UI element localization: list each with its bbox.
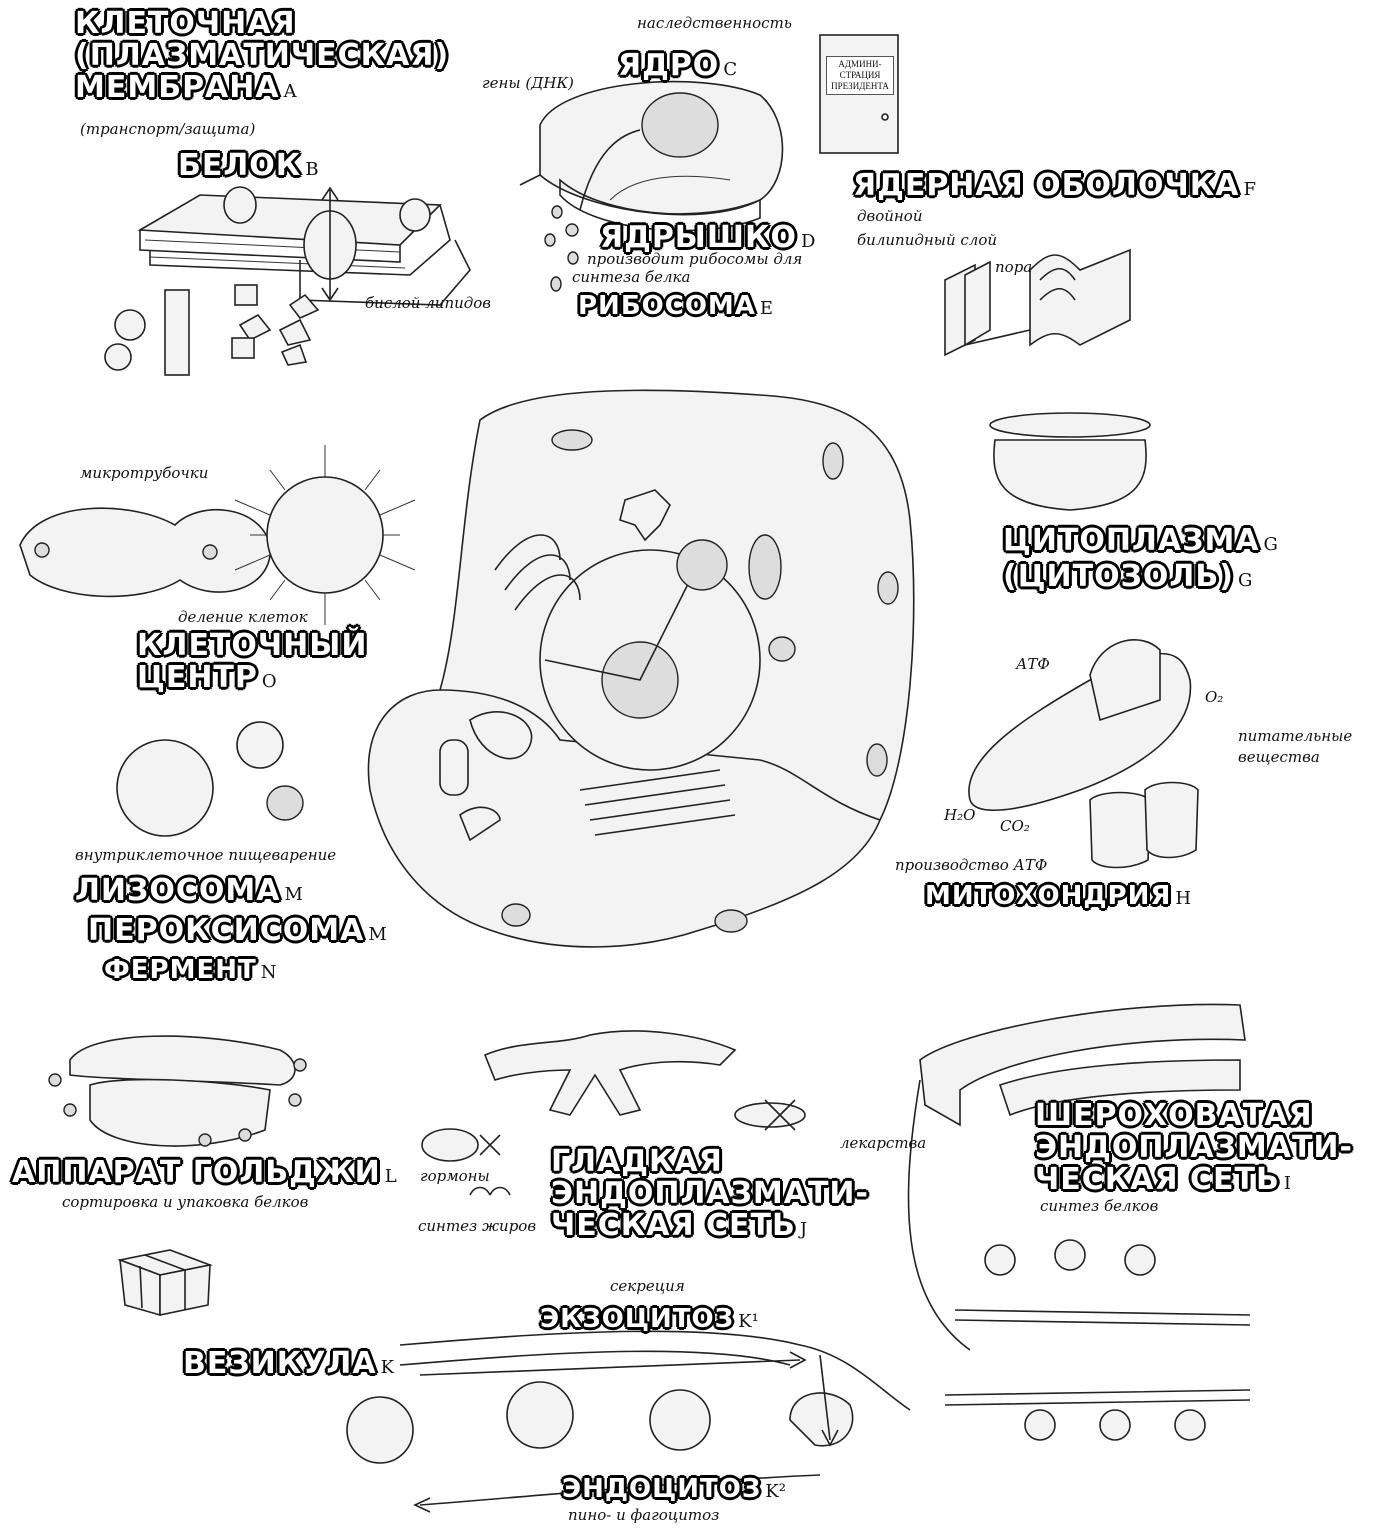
enzyme-letter: N [261,962,277,983]
golgi-letter: L [385,1166,397,1187]
membrane-title-line2: (ПЛАЗМАТИЧЕСКАЯ) [75,40,449,72]
envelope-drawing [945,250,1130,355]
door-plate-line2: СТРАЦИЯ [829,70,891,81]
smooth-er-title-line2: ЭНДОПЛАЗМАТИ- [551,1178,869,1210]
o2-note: O₂ [1205,688,1223,706]
smooth-er-title-line3: ЧЕСКАЯ СЕТЬ [551,1208,796,1243]
door-plate-line1: АДМИНИ- [829,59,891,70]
nucleolus-note2: синтеза белка [572,268,690,286]
centrosome-title-line2: ЦЕНТР [137,660,258,695]
atp-note: АТФ [1016,655,1050,673]
central-cell-drawing [368,390,913,947]
nucleolus-note1: производит рибосомы для [587,250,802,268]
envelope-note2: билипидный слой [857,231,997,249]
golgi-title-text: АППАРАТ ГОЛЬДЖИ [12,1155,381,1190]
centrosome-title-line1: КЛЕТОЧНЫЙ [137,630,367,662]
nutrients-note1: питательные [1238,727,1352,745]
lipid-bilayer-note: бислой липидов [365,294,491,312]
membrane-title-line1: КЛЕТОЧНАЯ [75,8,449,40]
lysosome-drawing [117,722,303,836]
digestion-note: внутриклеточное пищеварение [75,846,336,864]
rough-er-title-line1: ШЕРОХОВАТАЯ [1035,1100,1353,1132]
rough-er-letter: I [1284,1173,1291,1194]
genes-note: гены (ДНК) [482,74,574,92]
hormones-note: гормоны [420,1167,490,1185]
co2-note: CO₂ [1000,817,1030,835]
h2o-note: H₂O [944,806,975,824]
lysosome-title-text: ЛИЗОСОМА [75,873,280,908]
membrane-title-line3: МЕМБРАНА [75,70,280,105]
atp-production-note: производство АТФ [895,856,1047,874]
heredity-note: наследственность [637,14,792,32]
golgi-drawing [49,1036,306,1146]
golgi-note: сортировка и упаковка белков [62,1193,308,1211]
secretion-note: секреция [610,1277,685,1295]
envelope-title-text: ЯДЕРНАЯ ОБОЛОЧКА [853,168,1239,203]
vesicle-letter: K [381,1357,394,1378]
nucleus-title: ЯДРОC [618,50,737,86]
door-plate: АДМИНИ- СТРАЦИЯ ПРЕЗИДЕНТА [826,56,894,95]
smooth-er-title-line1: ГЛАДКАЯ [551,1146,869,1178]
peroxisome-letter: M [368,924,386,945]
rough-er-drawing [908,1004,1250,1440]
endocytosis-title-text: ЭНДОЦИТОЗ [562,1474,761,1504]
nucleolus-letter: D [801,231,815,252]
vesicle-title-text: ВЕЗИКУЛА [183,1346,377,1381]
membrane-letter: A [284,81,297,102]
endocytosis-letter: K² [765,1481,786,1502]
protein-letter: B [305,159,318,180]
rough-er-title-line3: ЧЕСКАЯ СЕТЬ [1035,1162,1280,1197]
gift-box-drawing [120,1250,210,1315]
pore-note: пора [995,258,1032,276]
membrane-note: (транспорт/защита) [80,120,255,138]
pinocytosis-note: пино- и фагоцитоз [568,1506,719,1524]
cell-division-note: деление клеток [178,608,308,626]
mitochondrion-letter: H [1175,888,1191,909]
exocytosis-letter: K¹ [738,1311,759,1332]
cytoplasm-letter2: G [1238,570,1252,591]
fat-synthesis-note: синтез жиров [418,1217,536,1235]
centrosome-letter: O [262,671,277,692]
smooth-er-letter: J [800,1219,807,1240]
nucleus-letter: C [723,59,737,80]
door-plate-line3: ПРЕЗИДЕНТА [829,81,891,92]
protein-synthesis-note: синтез белков [1040,1197,1158,1215]
ribosome-title-text: РИБОСОМА [578,291,756,321]
cytoplasm-drawing [990,413,1150,510]
nucleus-title-text: ЯДРО [618,48,719,83]
enzyme-title-text: ФЕРМЕНТ [104,955,257,985]
exocytosis-title-text: ЭКЗОЦИТОЗ [540,1304,734,1334]
envelope-note1: двойной [857,207,923,225]
cytoplasm-title-line2: (ЦИТОЗОЛЬ) [1003,559,1234,594]
mitochondrion-title-text: МИТОХОНДРИЯ [925,881,1171,911]
ribosome-letter: E [760,298,773,319]
rough-er-title-line2: ЭНДОПЛАЗМАТИ- [1035,1132,1353,1164]
protein-title-text: БЕЛОК [178,148,301,183]
cytoplasm-letter1: G [1264,534,1278,555]
nutrients-note2: вещества [1238,748,1320,766]
microtubules-note: микротрубочки [80,464,208,482]
membrane-drawing [105,187,470,375]
lysosome-letter: M [284,884,302,905]
peroxisome-title-text: ПЕРОКСИСОМА [88,913,364,948]
envelope-letter: F [1243,179,1256,200]
cytoplasm-title-line1: ЦИТОПЛАЗМА [1003,523,1260,558]
